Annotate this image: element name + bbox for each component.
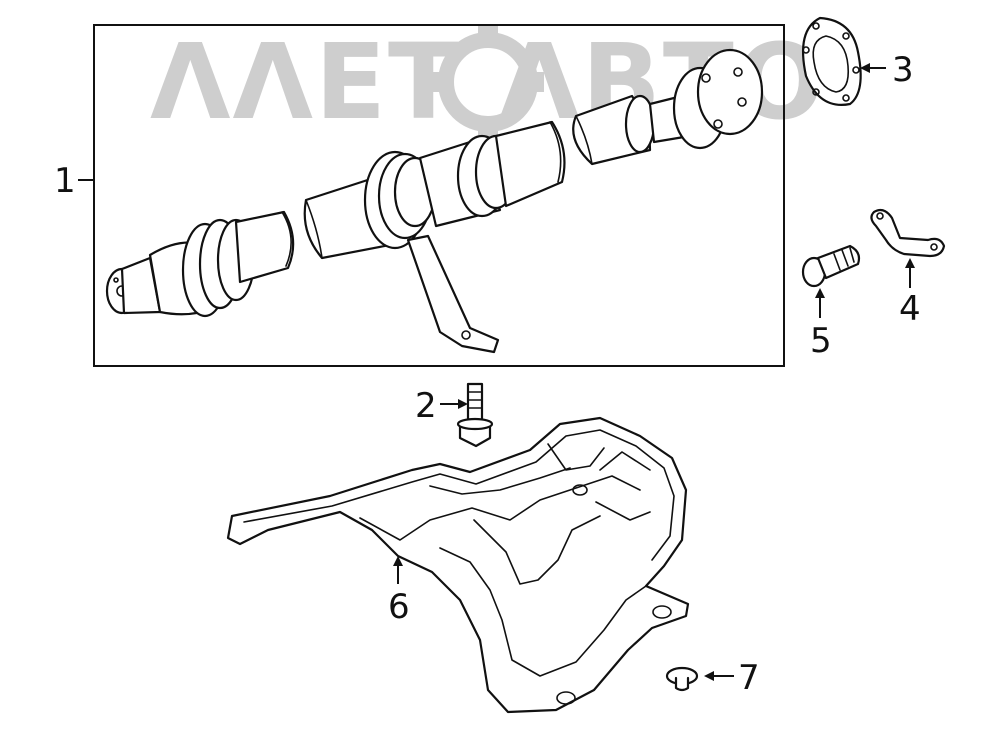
mounting-bolt xyxy=(456,382,494,448)
callout-7: 7 xyxy=(738,658,760,698)
callout-2: 2 xyxy=(415,386,437,426)
callout-4: 4 xyxy=(899,289,921,329)
bracket xyxy=(870,208,946,258)
callout-3: 3 xyxy=(892,50,914,90)
gear-logo-teeth xyxy=(432,26,544,138)
flange-gasket xyxy=(802,16,862,106)
heat-shield xyxy=(226,416,690,714)
propeller-shaft xyxy=(105,48,764,354)
assembly-frame xyxy=(93,24,785,367)
callout-1: 1 xyxy=(54,161,76,201)
bolt xyxy=(801,244,861,288)
callout-6: 6 xyxy=(388,587,410,627)
callout-5: 5 xyxy=(810,321,832,361)
callouts: 1 2 3 4 5 6 7 xyxy=(54,50,921,698)
clip-nut xyxy=(665,666,699,692)
